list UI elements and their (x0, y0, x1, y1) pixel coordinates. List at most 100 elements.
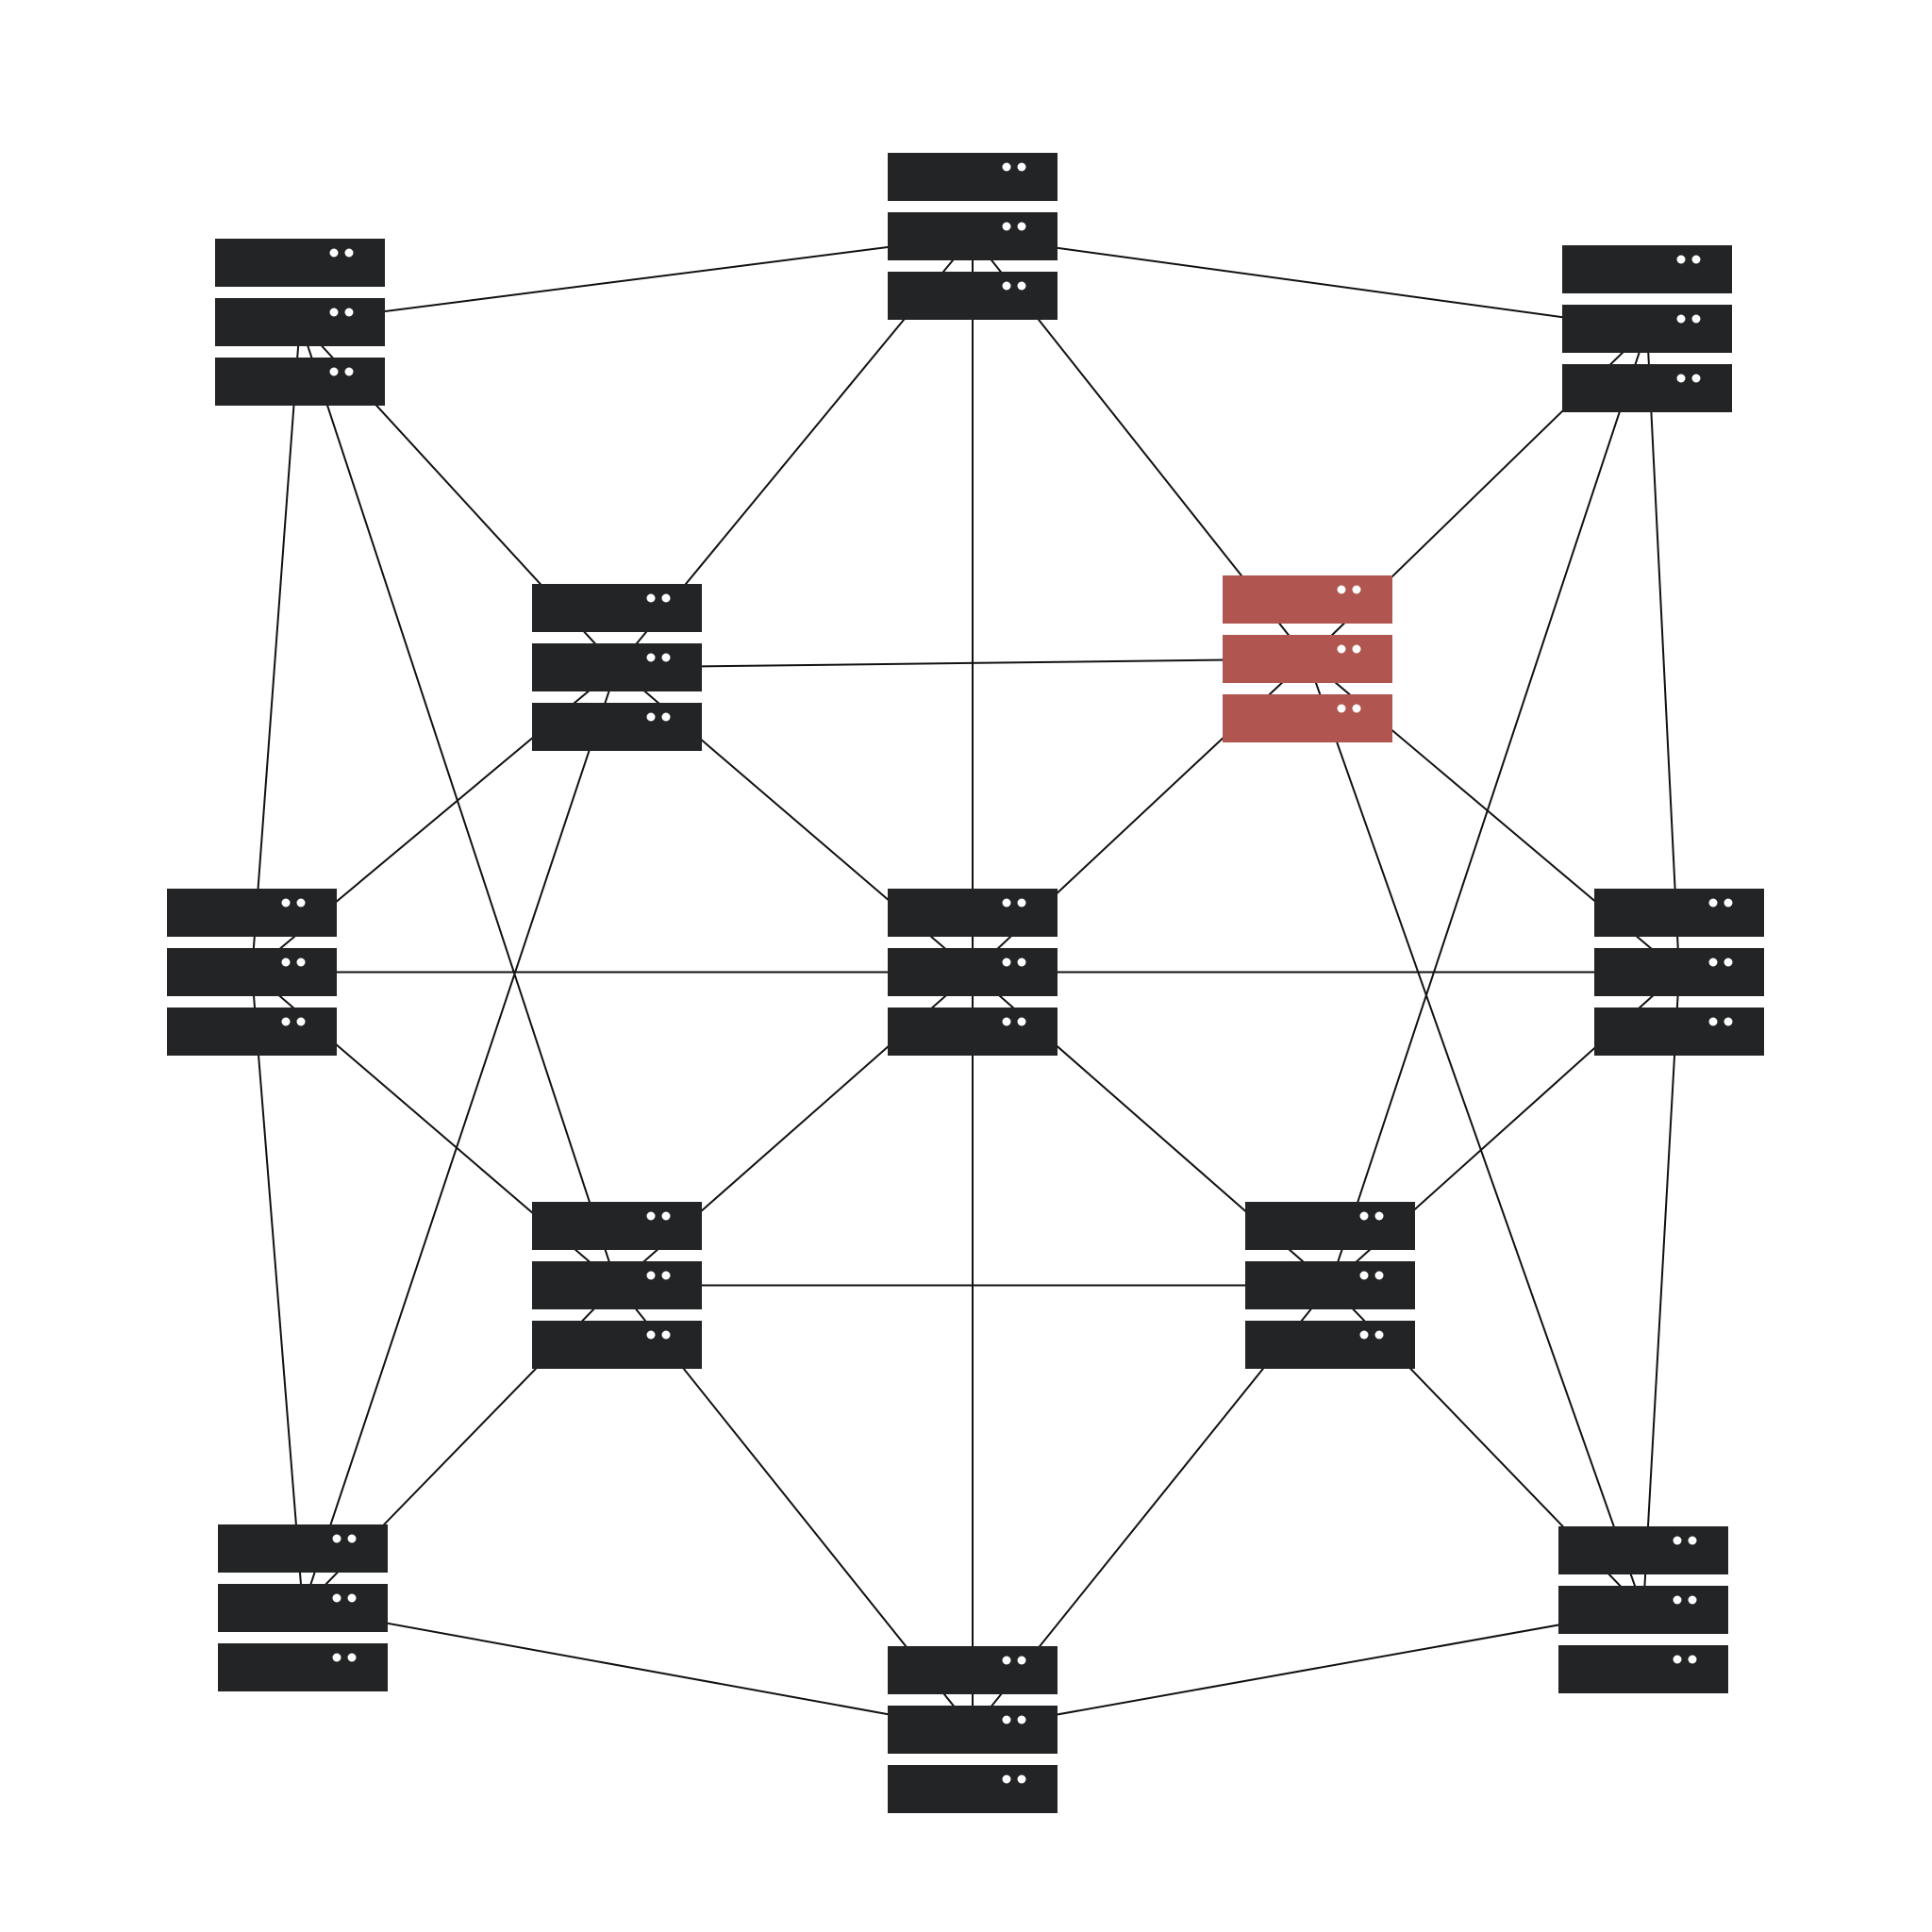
server-slab (215, 298, 385, 346)
server-top-right-icon[interactable] (1562, 245, 1732, 412)
status-light-icon (332, 1593, 341, 1603)
server-slab (167, 1008, 337, 1056)
server-mid-right-icon[interactable] (1594, 889, 1764, 1056)
link-server-mid-left-to-server-bottom-left (251, 972, 304, 1608)
server-slab (1245, 1202, 1415, 1250)
link-server-top-center-to-server-top-right (972, 235, 1648, 330)
server-slab (532, 643, 702, 691)
server-center-icon[interactable] (888, 889, 1058, 1056)
status-light-icon (1691, 255, 1701, 264)
status-light-icon (1673, 1536, 1682, 1545)
link-server-top-left-to-server-mid-left (251, 322, 301, 973)
server-slab (1245, 1261, 1415, 1309)
status-light-icon (1691, 374, 1701, 383)
link-server-top-left-to-server-lower-left-inner (299, 322, 618, 1286)
server-bottom-center-icon[interactable] (888, 1646, 1058, 1813)
server-slab (888, 1008, 1058, 1056)
status-light-icon (1352, 644, 1361, 654)
status-light-icon (1017, 958, 1026, 967)
link-server-mid-right-to-server-bottom-right (1642, 972, 1680, 1610)
status-light-icon (646, 1330, 656, 1340)
status-light-icon (1002, 898, 1011, 908)
status-light-icon (1724, 958, 1733, 967)
server-slab (167, 889, 337, 937)
server-top-center-icon[interactable] (888, 153, 1058, 320)
server-slab (1223, 575, 1392, 624)
server-slab (218, 1643, 388, 1691)
status-light-icon (1017, 281, 1026, 291)
status-light-icon (281, 1017, 291, 1026)
status-light-icon (1352, 585, 1361, 594)
server-slab (888, 212, 1058, 260)
status-light-icon (1002, 162, 1011, 172)
server-slab (1223, 635, 1392, 683)
status-light-icon (1688, 1655, 1697, 1664)
server-slab (218, 1584, 388, 1632)
status-light-icon (1017, 898, 1026, 908)
server-lower-left-inner-icon[interactable] (532, 1202, 702, 1369)
status-light-icon (1002, 1017, 1011, 1026)
status-light-icon (1673, 1655, 1682, 1664)
status-light-icon (296, 958, 306, 967)
status-light-icon (1002, 958, 1011, 967)
server-slab (888, 153, 1058, 201)
status-light-icon (344, 367, 354, 376)
status-light-icon (661, 1271, 671, 1280)
status-light-icon (281, 898, 291, 908)
link-server-top-left-to-server-top-center (299, 235, 974, 324)
status-light-icon (1017, 1656, 1026, 1665)
server-slab (1594, 889, 1764, 937)
status-light-icon (332, 1534, 341, 1543)
status-light-icon (646, 593, 656, 603)
status-light-icon (329, 308, 339, 317)
status-light-icon (661, 712, 671, 722)
status-light-icon (646, 712, 656, 722)
status-light-icon (661, 1211, 671, 1221)
status-light-icon (1374, 1211, 1384, 1221)
status-light-icon (646, 653, 656, 662)
status-light-icon (347, 1653, 357, 1662)
server-upper-left-inner-icon[interactable] (532, 584, 702, 751)
status-light-icon (1359, 1330, 1369, 1340)
status-light-icon (1002, 281, 1011, 291)
server-slab (1562, 245, 1732, 293)
server-slab (888, 1646, 1058, 1694)
status-light-icon (1708, 1017, 1718, 1026)
status-light-icon (1337, 644, 1346, 654)
server-slab (532, 1202, 702, 1250)
status-light-icon (1002, 1715, 1011, 1724)
status-light-icon (296, 1017, 306, 1026)
server-bottom-left-icon[interactable] (218, 1524, 388, 1691)
server-upper-right-inner-icon[interactable] (1223, 575, 1392, 742)
status-light-icon (1676, 314, 1686, 324)
server-bottom-right-icon[interactable] (1558, 1526, 1728, 1693)
server-slab (218, 1524, 388, 1573)
server-slab (888, 948, 1058, 996)
server-nodes (167, 153, 1764, 1813)
server-top-left-icon[interactable] (215, 239, 385, 406)
server-slab (888, 272, 1058, 320)
server-mid-left-icon[interactable] (167, 889, 337, 1056)
server-slab (1594, 948, 1764, 996)
server-lower-right-inner-icon[interactable] (1245, 1202, 1415, 1369)
status-light-icon (344, 308, 354, 317)
status-light-icon (1337, 704, 1346, 713)
link-server-upper-left-inner-to-server-bottom-left (302, 667, 618, 1608)
status-light-icon (1359, 1211, 1369, 1221)
server-slab (167, 948, 337, 996)
status-light-icon (1002, 1656, 1011, 1665)
link-server-upper-left-inner-to-server-upper-right-inner (616, 658, 1308, 669)
status-light-icon (1688, 1595, 1697, 1605)
status-light-icon (1724, 898, 1733, 908)
server-slab (1223, 694, 1392, 742)
status-light-icon (1688, 1536, 1697, 1545)
link-server-top-right-to-server-lower-right-inner (1329, 328, 1648, 1286)
server-slab (1245, 1321, 1415, 1369)
status-light-icon (1337, 585, 1346, 594)
link-server-bottom-center-to-server-bottom-right (972, 1608, 1644, 1731)
status-light-icon (1691, 314, 1701, 324)
status-light-icon (1676, 374, 1686, 383)
status-light-icon (281, 958, 291, 967)
server-slab (532, 703, 702, 751)
